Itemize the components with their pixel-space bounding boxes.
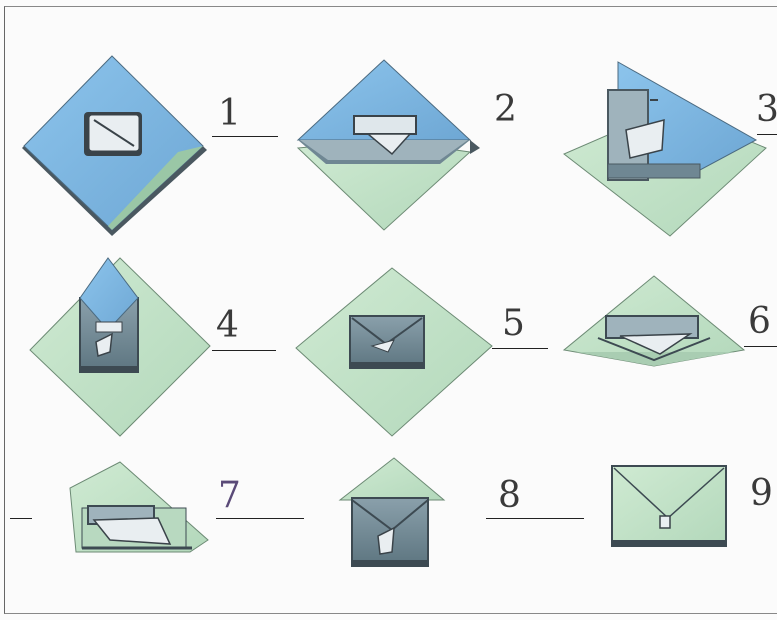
- step-6-diagram: [564, 276, 744, 366]
- step-4-diagram: [30, 258, 210, 436]
- step-5-diagram: [296, 268, 492, 436]
- step-8-number: 8: [498, 478, 521, 514]
- step-7-diagram: [70, 462, 208, 552]
- step-5-number: 5: [502, 306, 525, 342]
- step-4-number: 4: [216, 308, 239, 344]
- step-3-diagram: [564, 62, 766, 236]
- step-5-rule: [492, 348, 548, 349]
- step-6-number: 6: [748, 304, 771, 340]
- step-7-left-rule: [10, 518, 32, 519]
- step-1-number: 1: [218, 96, 241, 132]
- step-3-number: 3: [756, 92, 777, 128]
- step-1-rule: [212, 136, 278, 137]
- step-4-rule: [212, 350, 276, 351]
- step-9-number: 9: [750, 476, 773, 512]
- step-8-rule: [486, 518, 584, 519]
- step-3-rule: [757, 134, 777, 135]
- step-2-number: 2: [494, 92, 517, 128]
- step-9-diagram: [612, 466, 726, 546]
- step-6-rule: [744, 346, 777, 347]
- step-1-diagram: [22, 56, 207, 236]
- step-7-number: 7: [218, 478, 241, 514]
- step-2-diagram: [298, 60, 480, 230]
- step-8-diagram: [340, 458, 444, 566]
- step-7-rule: [216, 518, 304, 519]
